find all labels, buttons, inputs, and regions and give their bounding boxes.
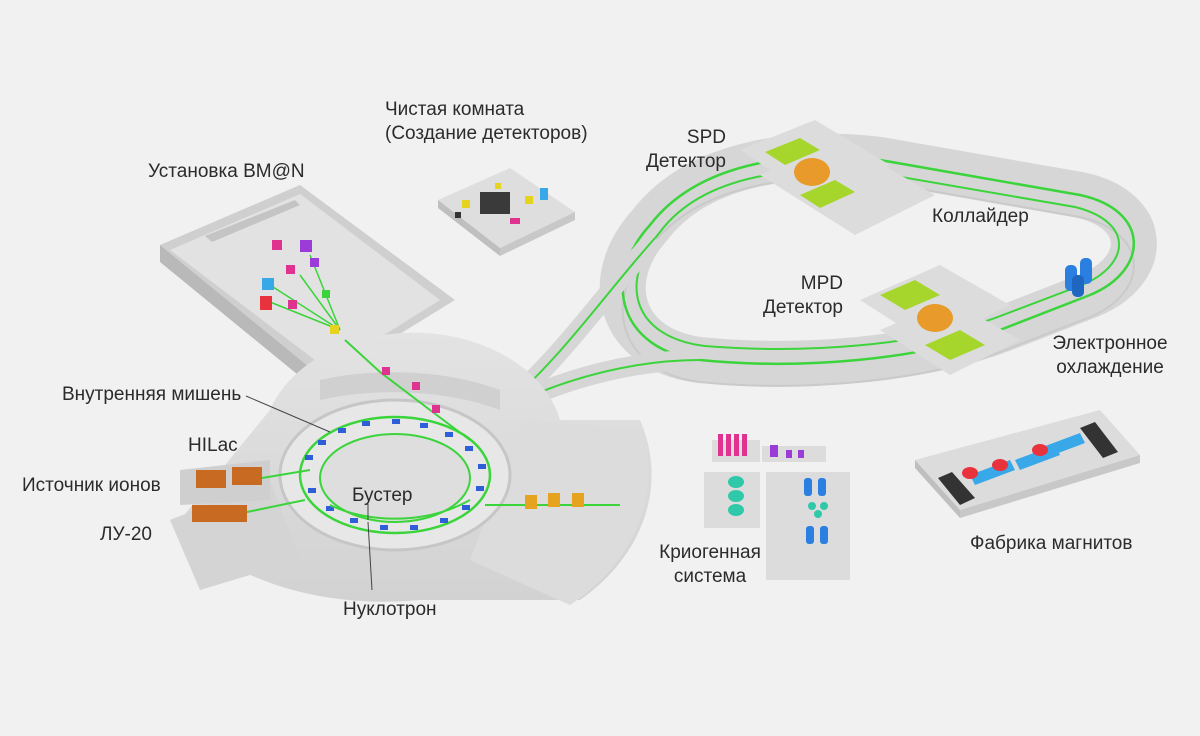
label-cooling-line2: охлаждение	[1056, 357, 1164, 378]
label-mpd-line1: MPD	[800, 273, 843, 294]
label-clean-room-line2: (Создание детекторов)	[385, 123, 588, 144]
label-hilac-text: HILac	[188, 435, 238, 456]
label-spd-line2: Детектор	[645, 151, 726, 172]
electron-cooling	[1065, 258, 1092, 297]
label-clean-room: Чистая комната (Создание детекторов)	[385, 98, 588, 146]
nuclotron-magnets	[305, 419, 486, 530]
label-inner-target: Внутренняя мишень	[62, 383, 241, 407]
label-collider: Коллайдер	[932, 205, 1029, 229]
label-bmn-text: Установка BM@N	[148, 161, 305, 182]
label-cryo: Криогенная система	[640, 541, 780, 589]
label-magnet-factory: Фабрика магнитов	[970, 532, 1132, 556]
label-cooling-line1: Электронное	[1052, 333, 1168, 354]
nuclotron-complex	[170, 332, 652, 605]
label-collider-text: Коллайдер	[932, 206, 1029, 227]
cryogenic-system	[704, 434, 850, 580]
mpd-detector	[860, 265, 1020, 375]
callout-lines	[245, 395, 373, 591]
clean-room-platform	[438, 168, 575, 256]
label-lu20: ЛУ-20	[100, 523, 152, 547]
label-booster-text: Бустер	[352, 485, 413, 506]
label-nuclotron: Нуклотрон	[343, 598, 437, 622]
label-inner-target-text: Внутренняя мишень	[62, 384, 242, 405]
label-ion-source-text: Источник ионов	[22, 475, 161, 496]
label-hilac: HILac	[188, 434, 238, 458]
bmn-components	[260, 240, 341, 334]
label-spd: SPD Детектор	[640, 126, 726, 174]
label-mpd: MPD Детектор	[757, 272, 843, 320]
label-ion-source: Источник ионов	[22, 474, 161, 498]
label-cryo-line2: система	[673, 566, 747, 587]
label-bmn: Установка BM@N	[148, 160, 305, 184]
label-cryo-line1: Криогенная	[659, 542, 761, 563]
label-magnet-factory-text: Фабрика магнитов	[970, 533, 1133, 554]
label-nuclotron-text: Нуклотрон	[343, 599, 437, 620]
label-clean-room-line1: Чистая комната	[385, 99, 525, 120]
label-lu20-text: ЛУ-20	[100, 524, 152, 545]
label-booster: Бустер	[352, 484, 412, 508]
label-electron-cooling: Электронное охлаждение	[1040, 332, 1180, 380]
spd-detector	[740, 120, 935, 235]
label-mpd-line2: Детектор	[762, 297, 843, 318]
magnet-factory	[915, 410, 1140, 518]
label-spd-line1: SPD	[686, 127, 726, 148]
